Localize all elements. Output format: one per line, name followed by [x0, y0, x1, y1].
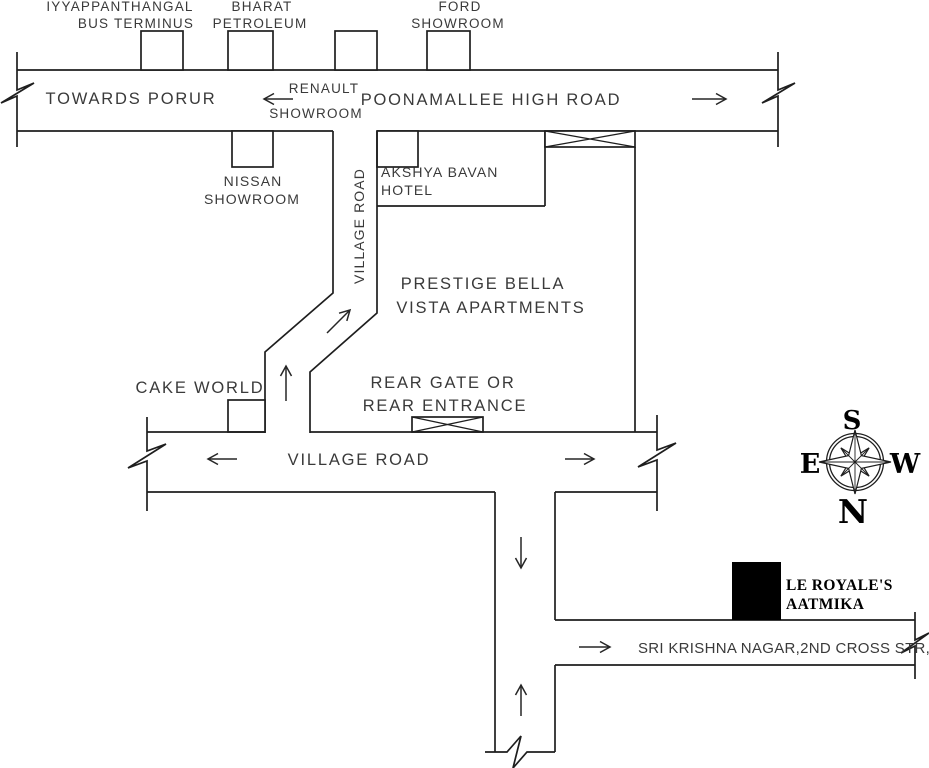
village-road-upper: VILLAGE ROAD CAKE WORLD: [136, 131, 378, 433]
compass-top-letter: S: [843, 406, 862, 436]
village-road-label: VILLAGE ROAD: [288, 451, 431, 469]
bus-terminus-building: [140, 30, 184, 71]
ford-label-line1: FORD: [438, 0, 481, 14]
akshya-bavan-hotel-building: [376, 130, 419, 168]
ford-showroom-building: [426, 30, 471, 71]
buildings-south-of-high-road: NISSAN SHOWROOM AKSHYA BAVAN HOTEL: [204, 130, 546, 207]
village-road-break-right: [637, 415, 677, 511]
towards-porur-label: TOWARDS PORUR: [46, 90, 217, 108]
sri-krishna-street-label: SRI KRISHNA NAGAR,2ND CROSS STR,: [638, 640, 929, 657]
le-royales-aatmika-building: [732, 562, 781, 620]
road-break-symbol-left: [0, 52, 35, 147]
poonamallee-high-road-label: POONAMALLEE HIGH ROAD: [361, 91, 622, 109]
akshya-label-line2: HOTEL: [381, 182, 433, 198]
poonamallee-high-road: TOWARDS PORUR POONAMALLEE HIGH ROAD RENA…: [0, 52, 796, 147]
renault-label-line1: RENAULT: [289, 81, 359, 96]
cake-world-label: CAKE WORLD: [136, 379, 265, 397]
bharat-petroleum-building: [227, 30, 274, 71]
diagonal-up-arrow: [326, 308, 352, 334]
compass-left-letter: E: [800, 449, 821, 480]
le-royales-label-line1: LE ROYALE'S: [786, 577, 893, 594]
nissan-label-line2: SHOWROOM: [204, 191, 300, 207]
renault-showroom-pointer: RENAULT SHOWROOM: [262, 81, 363, 121]
nissan-showroom-building: [231, 130, 274, 168]
bharat-label-line1: BHARAT: [232, 0, 293, 14]
village-road-break-left: [127, 417, 167, 511]
prestige-bella-vista-block: PRESTIGE BELLA VISTA APARTMENTS REAR GAT…: [363, 130, 636, 433]
cake-world-building: [227, 399, 266, 433]
unlabeled-building: [334, 30, 378, 71]
renault-label-line2: SHOWROOM: [269, 106, 363, 121]
bus-terminus-label-line1: IYYAPPANTHANGAL: [46, 0, 193, 14]
lower-road-break-bottom: [485, 735, 555, 768]
le-royales-label-line2: AATMIKA: [786, 596, 865, 613]
bharat-label-line2: PETROLEUM: [213, 16, 308, 31]
buildings-north-of-high-road: IYYAPPANTHANGAL BUS TERMINUS BHARAT PETR…: [46, 0, 505, 71]
road-break-symbol-right: [761, 52, 796, 147]
sri-krishna-street: SRI KRISHNA NAGAR,2ND CROSS STR, LE ROYA…: [555, 562, 929, 679]
village-road-upper-west-wall: [264, 131, 334, 433]
village-road-horizontal: VILLAGE ROAD: [127, 415, 677, 511]
compass-bottom-letter: N: [838, 492, 868, 531]
rear-gate-label-line1: REAR GATE OR: [370, 374, 515, 392]
street-break-right: [900, 612, 929, 679]
village-road-vertical-label: VILLAGE ROAD: [351, 168, 367, 284]
ford-label-line2: SHOWROOM: [411, 16, 505, 31]
bus-terminus-label-line2: BUS TERMINUS: [78, 16, 194, 31]
nissan-label-line1: NISSAN: [224, 173, 283, 189]
village-road-upper-east-wall: [309, 131, 378, 433]
main-gate-crossed-box: [544, 130, 636, 148]
rear-gate-label-line2: REAR ENTRANCE: [363, 397, 528, 415]
prestige-label-line2: VISTA APARTMENTS: [396, 299, 585, 317]
compass-rose: S N E W: [800, 406, 921, 531]
prestige-label-line1: PRESTIGE BELLA: [401, 275, 566, 293]
akshya-label-line1: AKSHYA BAVAN: [381, 164, 498, 180]
compass-right-letter: W: [889, 449, 921, 480]
lower-access-road: [485, 492, 556, 768]
compass-spokes: [819, 430, 891, 494]
rear-gate-crossed-box: [411, 416, 484, 433]
